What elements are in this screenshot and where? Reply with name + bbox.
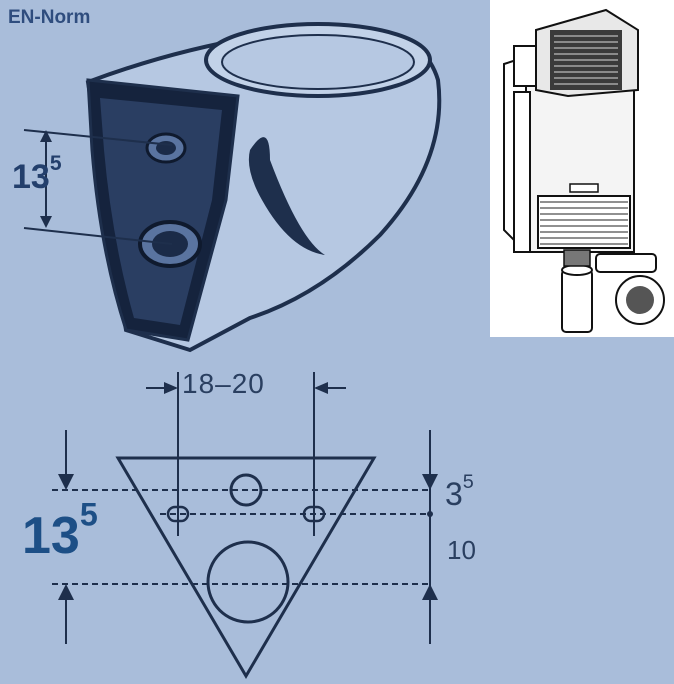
norm-title: EN-Norm	[8, 7, 91, 28]
dim-label-top-vertical: 135	[12, 152, 62, 196]
connector-pipe	[595, 253, 657, 273]
dim-label-right-lower: 10	[447, 535, 476, 565]
bolt-slot-right	[302, 505, 326, 523]
drain-pipe	[561, 269, 593, 333]
frame-left-column	[513, 45, 537, 87]
arrow-up-icon	[422, 584, 438, 600]
bowl-side-contour	[248, 137, 325, 255]
installation-frame-drawing	[503, 8, 665, 333]
toilet-back-inner	[100, 98, 222, 325]
frame-lower-grill	[537, 195, 631, 249]
arrow-down-icon	[40, 216, 52, 228]
dim-label-right-upper: 35	[445, 471, 474, 512]
toilet-rim-inner	[221, 34, 415, 90]
arrow-left-icon	[314, 382, 328, 394]
arrow-up-icon	[40, 130, 52, 142]
installation-frame-inset	[490, 0, 674, 337]
bolt-slot-left	[166, 505, 190, 523]
dim-label-horizontal: 18–20	[182, 368, 265, 399]
inlet-hole	[229, 473, 263, 507]
bend-pipe-opening	[626, 286, 654, 314]
dim-line-lower	[23, 227, 173, 245]
dim-point	[427, 511, 433, 517]
arrow-right-icon	[164, 382, 178, 394]
dim-line-upper	[23, 129, 173, 146]
drain-hole	[206, 540, 290, 624]
arrow-down-icon	[422, 474, 438, 490]
arrow-down-icon	[58, 474, 74, 490]
dim-label-left-vertical: 135	[22, 496, 98, 565]
frame-side-rail	[513, 91, 531, 253]
arrow-up-icon	[58, 584, 74, 600]
pipe-joint	[563, 249, 591, 267]
template-triangle	[115, 456, 377, 679]
flush-slot	[569, 183, 599, 193]
